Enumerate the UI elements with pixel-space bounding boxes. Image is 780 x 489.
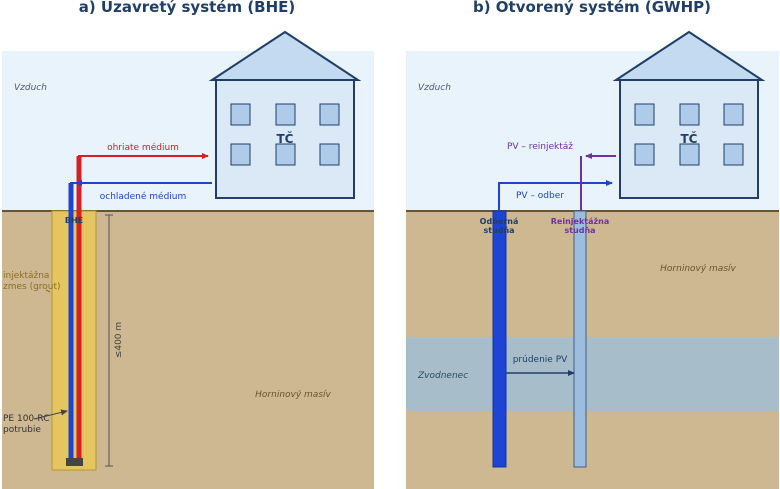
panel-a-air-label: Vzduch — [14, 83, 47, 93]
panel-a-depth-label: ≤400 m — [114, 322, 124, 358]
panel-a-hot-flow-arrow — [78, 153, 209, 159]
panel-b-heat-pump-label: TČ — [681, 131, 698, 146]
panel-a-grout-label-1: injektážna — [3, 271, 49, 281]
panel-b-production-well-label-1: Odberná — [480, 217, 519, 226]
panel-b-production-well — [492, 210, 507, 468]
panel-a-grout-leader — [45, 289, 51, 293]
panel-a-hot-label: ohriate médium — [107, 142, 179, 153]
panel-a-window — [319, 103, 340, 126]
panel-b-reinjection-well-label-1: Reinjektážna — [551, 217, 609, 226]
panel-b-aquifer-label: Zvodnenec — [417, 371, 468, 381]
panel-b-draw-label: PV – odber — [516, 191, 564, 201]
panel-b-draw-arrow — [498, 180, 613, 211]
panel-a-grout-label-2: zmes (grout) — [3, 282, 61, 292]
panel-b: b) Otvorený systém (GWHP) Vzduch TČ PV –… — [406, 0, 779, 489]
panel-a-pipe-leader — [33, 409, 68, 420]
panel-b-window — [723, 103, 744, 126]
panel-a-bhe-label: BHE — [65, 216, 83, 225]
panel-b-air-label: Vzduch — [418, 83, 451, 93]
panel-b-title: b) Otvorený systém (GWHP) — [473, 0, 711, 16]
panel-a-window — [230, 103, 251, 126]
panel-b-window — [679, 103, 700, 126]
panel-b-reinjection-well — [573, 210, 587, 468]
panel-b-flow-label: prúdenie PV — [513, 355, 568, 365]
panel-b-reinject-label: PV – reinjektáž — [507, 142, 573, 152]
panel-a-window — [230, 143, 251, 166]
panel-a-cold-label: ochladené médium — [100, 191, 187, 202]
panel-a-heat-pump-label: TČ — [277, 131, 294, 146]
panel-b-window — [634, 103, 655, 126]
panel-a: a) Uzavretý systém (BHE) Vzduch TČ ohria… — [2, 0, 374, 489]
panel-a-pipe-label-1: PE 100-RC — [3, 414, 50, 424]
panel-b-window — [679, 143, 700, 166]
panel-b-reinjection-well-label-2: studňa — [564, 226, 595, 235]
panel-b-window — [723, 143, 744, 166]
panel-b-house: TČ — [612, 30, 766, 199]
panel-a-window — [275, 143, 296, 166]
panel-b-window — [634, 143, 655, 166]
panel-b-house-body — [619, 79, 759, 199]
panel-b-aquifer — [406, 337, 779, 411]
panel-a-pipe-bottom-cap — [66, 458, 83, 466]
panel-b-production-well-label-2: studňa — [483, 226, 514, 235]
panel-a-rock-label: Horninový masív — [255, 390, 331, 400]
panel-a-house-body — [215, 79, 355, 199]
panel-a-window — [275, 103, 296, 126]
panel-a-pipe-label-2: potrubie — [3, 425, 41, 435]
panel-b-rock-label: Horninový masív — [660, 264, 736, 274]
panel-a-window — [319, 143, 340, 166]
panel-a-title: a) Uzavretý systém (BHE) — [79, 0, 296, 16]
panel-a-house: TČ — [208, 30, 362, 199]
panel-a-grout-column — [51, 210, 97, 471]
